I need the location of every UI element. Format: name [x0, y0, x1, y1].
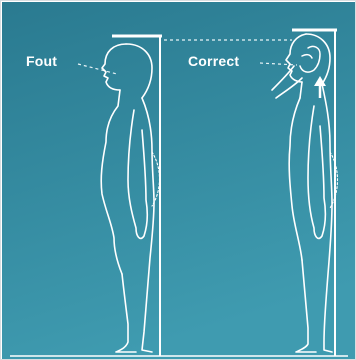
label-wrong-posture: Fout: [26, 53, 57, 69]
label-correct-posture: Correct: [188, 53, 239, 69]
